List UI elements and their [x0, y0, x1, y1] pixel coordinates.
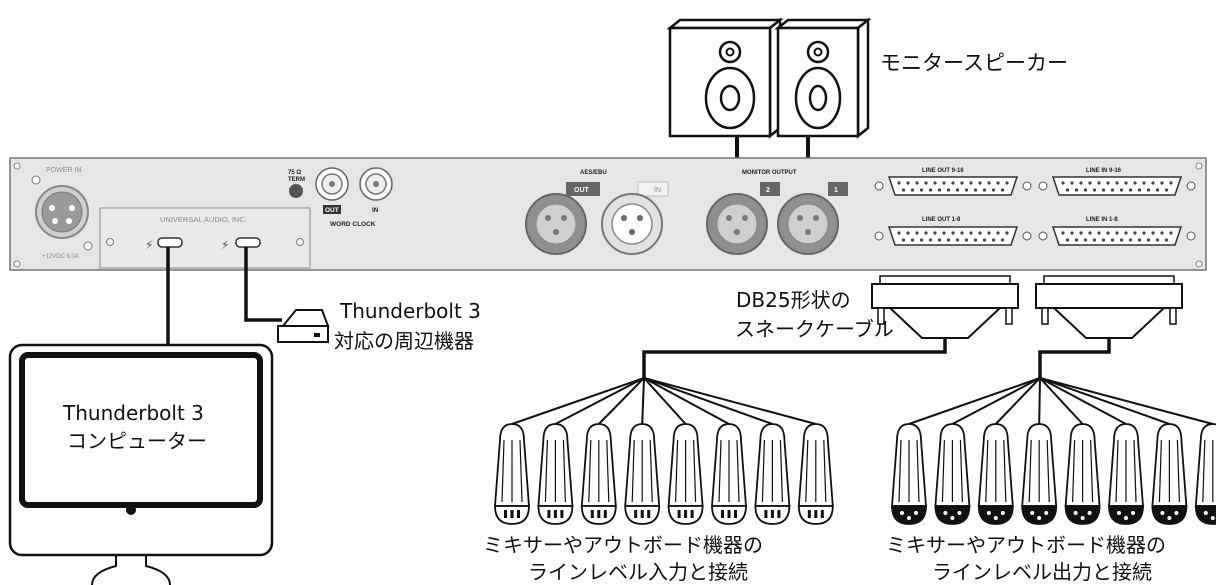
thunderbolt-port-1: [157, 237, 183, 248]
power-in-connector: POWER IN +12VDC 9.0A: [31, 167, 93, 260]
monitor-speaker-left: [666, 17, 784, 139]
xlr-female-connector: [754, 423, 791, 525]
line-out-9-16-label: LINE OUT 9-16: [922, 168, 964, 174]
db25-plug-left: [871, 275, 1019, 339]
power-in-label: POWER IN: [46, 167, 81, 174]
term-label-2: TERM: [288, 177, 305, 183]
db25-port: [874, 176, 1032, 196]
xlr-female-connector: [711, 423, 747, 525]
speakers-label: モニタースピーカー: [880, 51, 1068, 75]
xlr-female-connector: [797, 423, 834, 525]
xlr-male-connector: [1151, 423, 1188, 525]
snake-cable-input: [642, 338, 947, 378]
thunderbolt-icon-1: ⚡: [145, 238, 153, 252]
thunderbolt-icon-2: ⚡: [221, 238, 229, 252]
mon-2-label: 2: [766, 187, 770, 194]
xlr-female-connector: [667, 423, 704, 525]
peripheral-label-1: Thunderbolt 3: [339, 299, 481, 323]
aes-in-label: IN: [654, 187, 661, 194]
input-group-label-2: ラインレベル入力と接続: [528, 560, 748, 584]
aes-ebu-section: AES/EBU OUT IN: [525, 170, 669, 255]
wc-out-label: OUT: [325, 207, 339, 214]
xlr-male-connector: [1021, 423, 1058, 525]
xlr-female-connector: [537, 423, 574, 525]
thunderbolt-port-2: [235, 237, 261, 248]
snake-label-1: DB25形状の: [736, 288, 851, 312]
xlr-male-connector: [891, 423, 927, 525]
xlr-male-connector: [1064, 423, 1101, 525]
peripheral-cable: [244, 247, 282, 322]
monitor-output-label: MONITOR OUTPUT: [742, 170, 797, 176]
thunderbolt-card: UNIVERSAL AUDIO, INC. ⚡ ⚡: [99, 207, 311, 269]
db25-port: [1038, 226, 1196, 246]
word-clock-label: WORD CLOCK: [330, 221, 376, 228]
xlr-male-connector: [1108, 423, 1144, 525]
aes-ebu-label: AES/EBU: [580, 170, 607, 176]
computer-label-1: Thunderbolt 3: [62, 401, 204, 425]
fanout-output: [891, 377, 1216, 525]
peripheral-drive: [277, 309, 330, 343]
input-group-label-1: ミキサーやアウトボード機器の: [483, 533, 763, 557]
db25-ports: LINE OUT 9-16 LINE IN 9-16 LINE OUT 1-8 …: [874, 168, 1196, 246]
xlr-male-connector: [1194, 423, 1216, 525]
mon-1-label: 1: [834, 187, 838, 194]
computer-label-2: コンピューター: [67, 429, 207, 453]
monitor-speaker-right: [774, 17, 872, 139]
computer-monitor: [8, 343, 274, 585]
xlr-female-connector: [624, 423, 661, 525]
output-group-label-2: ラインレベル出力と接続: [932, 560, 1152, 584]
db25-port: [1038, 176, 1196, 196]
line-in-9-16-label: LINE IN 9-16: [1086, 168, 1122, 174]
snake-cable-output: [1038, 338, 1111, 378]
wc-in-label: IN: [372, 207, 379, 214]
db25-plug-right: [1035, 275, 1183, 339]
power-spec-label: +12VDC 9.0A: [42, 254, 79, 260]
fanout-input: [494, 377, 834, 525]
term-label-1: 75 Ω: [288, 170, 301, 176]
line-out-1-8-label: LINE OUT 1-8: [922, 217, 961, 223]
xlr-female-connector: [580, 423, 617, 525]
xlr-female-connector: [494, 423, 530, 525]
brand-label: UNIVERSAL AUDIO, INC.: [160, 215, 247, 224]
monitor-output-section: MONITOR OUTPUT 2 1: [706, 170, 848, 255]
word-clock-section: 75 Ω TERM OUT IN WORD CLOCK: [288, 167, 393, 228]
line-in-1-8-label: LINE IN 1-8: [1086, 217, 1118, 223]
xlr-male-connector: [977, 423, 1014, 525]
db25-port: [874, 226, 1032, 246]
aes-out-label: OUT: [574, 187, 590, 194]
snake-label-2: スネークケーブル: [735, 317, 894, 341]
output-group-label-1: ミキサーやアウトボード機器の: [886, 533, 1166, 557]
peripheral-label-2: 対応の周辺機器: [334, 329, 474, 353]
xlr-male-connector: [934, 423, 971, 525]
